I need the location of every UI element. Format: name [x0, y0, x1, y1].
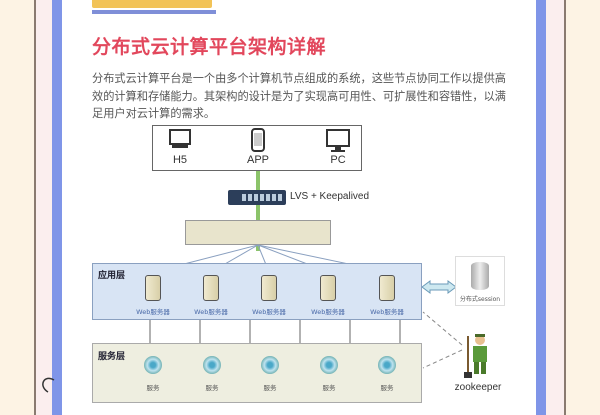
heading-underline [92, 10, 216, 14]
service-icon [378, 356, 396, 374]
zookeeper-label: zookeeper [454, 382, 502, 393]
service-icon [144, 356, 162, 374]
gateway-box [185, 220, 331, 245]
connector-lines [42, 244, 463, 393]
client-label-h5: H5 [172, 154, 188, 166]
session-box: 分布式session [455, 256, 505, 306]
app-layer: 应用层 [92, 263, 422, 320]
load-balancer-label: LVS + Keepalived [290, 191, 370, 202]
database-icon [471, 262, 489, 290]
server-icon [261, 275, 277, 301]
service-label: 服务 [322, 384, 336, 392]
desktop-icon [326, 129, 350, 152]
service-icon [320, 356, 338, 374]
session-label: 分布式session [459, 296, 501, 303]
service-label: 服务 [146, 384, 160, 392]
monitor-icon [169, 129, 191, 148]
server-label: Web服务器 [136, 308, 170, 316]
server-label: Web服务器 [370, 308, 404, 316]
service-icon [203, 356, 221, 374]
client-label-pc: PC [330, 154, 346, 166]
app-layer-label: 应用层 [98, 271, 126, 281]
server-label: Web服务器 [194, 308, 228, 316]
page-title: 分布式云计算平台架构详解 [92, 36, 327, 58]
service-label: 服务 [380, 384, 394, 392]
server-icon [320, 275, 336, 301]
cut-off-heading [92, 0, 212, 8]
phone-icon [251, 128, 265, 152]
service-icon [261, 356, 279, 374]
server-label: Web服务器 [311, 308, 345, 316]
switch-icon [228, 190, 286, 205]
client-label-app: APP [246, 154, 269, 166]
service-layer-label: 服务层 [98, 352, 126, 362]
service-layer: 服务层 [92, 343, 422, 403]
server-icon [145, 275, 161, 301]
server-icon [379, 275, 395, 301]
server-icon [203, 275, 219, 301]
zookeeper-icon [464, 334, 487, 378]
traffic-arrow [256, 171, 260, 251]
description: 分布式云计算平台是一个由多个计算机节点组成的系统，这些节点协同工作以提供高效的计… [92, 72, 506, 120]
server-label: Web服务器 [252, 308, 286, 316]
service-label: 服务 [205, 384, 219, 392]
service-label: 服务 [263, 384, 277, 392]
